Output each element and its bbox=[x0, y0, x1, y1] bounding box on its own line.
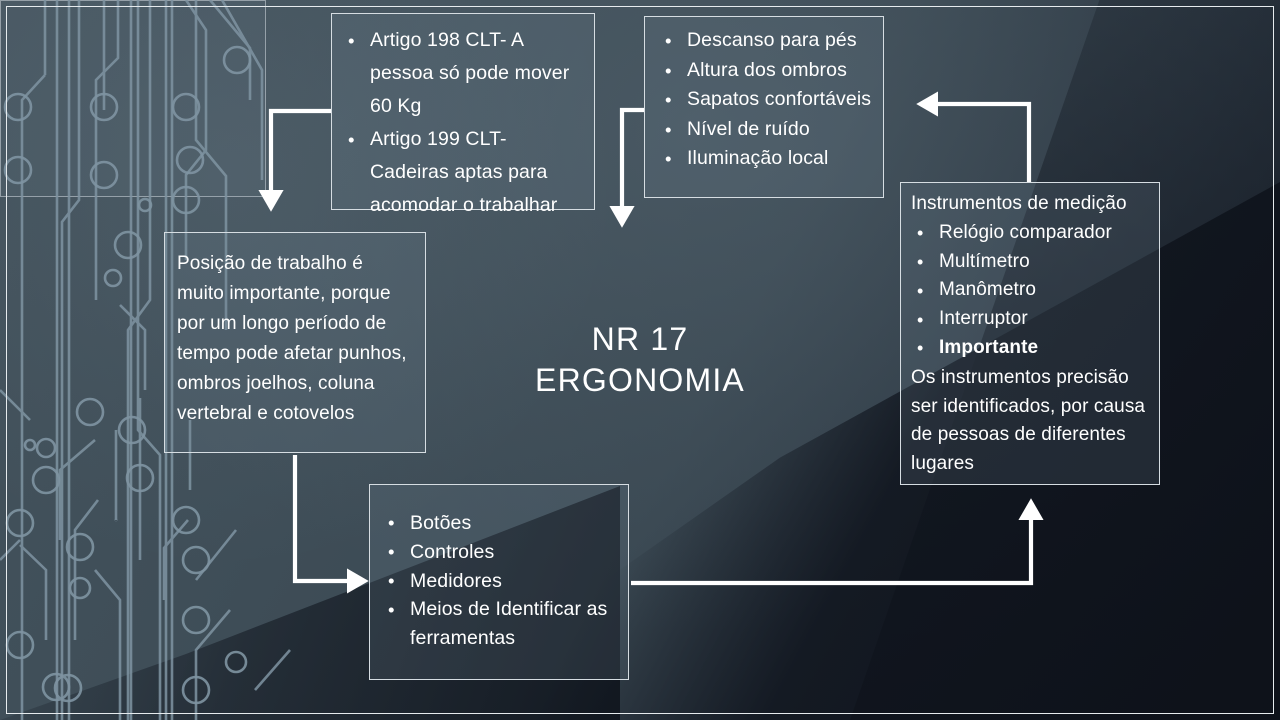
controls-list: • Botões • Controles • Medidores • Meios de … bbox=[380, 509, 618, 653]
list-item: • Manômetro bbox=[911, 276, 1151, 305]
bullet-icon: • bbox=[388, 512, 395, 534]
bullet-icon: • bbox=[665, 148, 672, 170]
list-item-label: Botões bbox=[410, 512, 472, 534]
box-fatores-ergonomicos: • Descanso para pés • Altura dos ombros • S… bbox=[644, 16, 884, 198]
box-posicao-de-trabalho: Posição de trabalho é muito importante, … bbox=[164, 232, 426, 453]
list-item-label: Medidores bbox=[410, 569, 502, 592]
list-item: • Artigo 198 CLT- A pessoa só pode mover … bbox=[340, 24, 584, 123]
bullet-icon: • bbox=[665, 30, 672, 52]
list-item: • Relógio comparador bbox=[911, 219, 1151, 248]
list-item: • Meios de Identificar as ferramentas bbox=[380, 595, 618, 653]
list-item: • Descanso para pés bbox=[657, 26, 875, 56]
bullet-icon: • bbox=[917, 251, 924, 272]
bullet-icon: • bbox=[917, 280, 924, 301]
list-item-label: Nível de ruído bbox=[687, 117, 810, 140]
list-item-label: Artigo 199 CLT- Cadeiras aptas para acom… bbox=[370, 128, 558, 216]
list-item: • Iluminação local bbox=[657, 144, 875, 174]
list-item: • Sapatos confortáveis bbox=[657, 85, 875, 115]
list-item-label: Interruptor bbox=[939, 308, 1028, 330]
page-title: NR 17 ERGONOMIA bbox=[535, 319, 745, 401]
list-item-label: Meios de Identificar as ferramentas bbox=[410, 598, 608, 650]
position-text: Posição de trabalho é muito importante, … bbox=[177, 253, 407, 424]
bullet-icon: • bbox=[917, 338, 924, 359]
instruments-note: Os instrumentos precisão ser identificad… bbox=[911, 366, 1146, 475]
title-line-1: NR 17 bbox=[591, 321, 689, 357]
bullet-icon: • bbox=[917, 223, 924, 244]
list-item: • Controles bbox=[380, 538, 618, 567]
list-item-important: • Importante bbox=[911, 334, 1151, 363]
list-item-label: Altura dos ombros bbox=[687, 58, 847, 81]
box-artigos-clt: • Artigo 198 CLT- A pessoa só pode mover … bbox=[331, 13, 595, 216]
list-item-label-bold: Importante bbox=[939, 336, 1039, 358]
box-controles: • Botões • Controles • Medidores • Meios de … bbox=[369, 484, 629, 680]
list-item-label: Relógio comparador bbox=[939, 221, 1112, 243]
bullet-icon: • bbox=[388, 541, 395, 563]
list-item-label: Descanso para pés bbox=[687, 29, 857, 51]
list-item-label: Manômetro bbox=[939, 279, 1036, 301]
instruments-list: • Relógio comparador • Multímetro • Manômet… bbox=[911, 219, 1151, 363]
bullet-icon: • bbox=[348, 30, 355, 52]
bullet-icon: • bbox=[665, 59, 672, 81]
box-instrumentos-de-medicao: Instrumentos de medição • Relógio compara… bbox=[900, 182, 1160, 485]
title-inner-frame: NR 17 ERGONOMIA bbox=[6, 6, 1274, 714]
list-item: • Altura dos ombros bbox=[657, 56, 875, 86]
bullet-icon: • bbox=[388, 598, 395, 620]
bullet-icon: • bbox=[917, 309, 924, 330]
clt-list: • Artigo 198 CLT- A pessoa só pode mover … bbox=[340, 24, 584, 222]
ergonomic-factors-list: • Descanso para pés • Altura dos ombros • S… bbox=[657, 26, 875, 174]
bullet-icon: • bbox=[348, 129, 355, 151]
bullet-icon: • bbox=[665, 118, 672, 140]
list-item-label: Iluminação local bbox=[687, 147, 829, 169]
bullet-icon: • bbox=[665, 89, 672, 111]
list-item: • Nível de ruído bbox=[657, 115, 875, 145]
list-item: • Artigo 199 CLT- Cadeiras aptas para aco… bbox=[340, 123, 584, 222]
list-item: • Multímetro bbox=[911, 248, 1151, 277]
instruments-heading: Instrumentos de medição bbox=[911, 193, 1127, 214]
list-item: • Botões bbox=[380, 509, 618, 538]
bullet-icon: • bbox=[388, 569, 395, 591]
list-item-label: Artigo 198 CLT- A pessoa só pode mover 6… bbox=[370, 29, 570, 117]
title-line-2: ERGONOMIA bbox=[535, 362, 745, 398]
list-item: • Interruptor bbox=[911, 305, 1151, 334]
list-item-label: Sapatos confortáveis bbox=[687, 88, 872, 110]
list-item-label: Multímetro bbox=[939, 250, 1030, 272]
list-item: • Medidores bbox=[380, 567, 618, 596]
list-item-label: Controles bbox=[410, 540, 495, 563]
